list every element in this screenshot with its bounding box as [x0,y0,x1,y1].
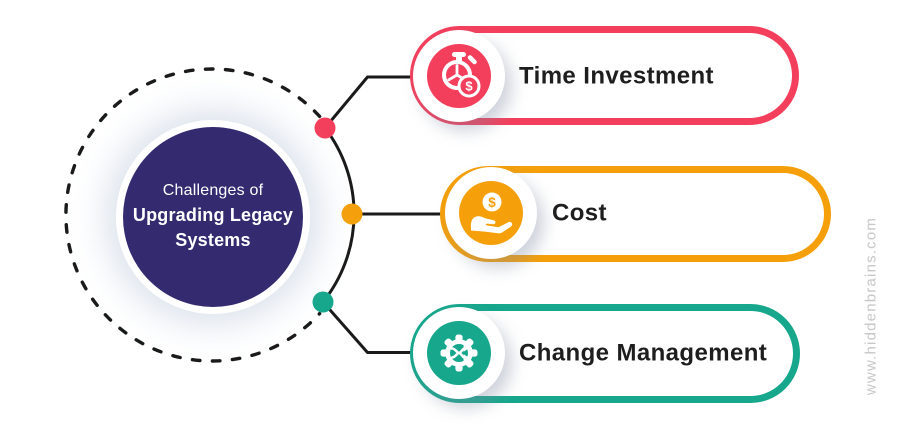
item-label-change-management: Change Management [519,339,768,367]
central-title-line2: Upgrading Legacy [132,205,294,226]
spine-arc [321,127,356,303]
svg-text:$: $ [465,79,473,94]
icon-disc-change-management [413,307,505,399]
stopwatch-dollar-glyph: $ [442,52,481,98]
central-topic-circle: Challenges of Upgrading Legacy Systems [123,127,303,307]
svg-text:$: $ [488,195,496,210]
icon-disc-cost: $ [445,167,537,259]
icon-disc-time-investment: $ [413,30,505,122]
node-dot-change-management [312,291,334,313]
node-dot-time-investment [314,117,336,139]
node-dot-cost [341,203,363,225]
gear-shuffle-glyph [440,334,478,372]
connector-line-change-management [321,301,414,354]
central-title-line1: Challenges of [162,182,264,200]
connector-line-time-investment [323,75,414,129]
item-label-cost: Cost [552,199,607,227]
central-title-line3: Systems [175,229,251,250]
stopwatch-dollar-icon: $ [427,44,491,108]
hand-coin-glyph: $ [470,192,513,234]
watermark-url: www.hiddenbrains.com [862,216,880,396]
item-label-time-investment: Time Investment [519,62,714,90]
gear-shuffle-icon [427,321,491,385]
hand-coin-icon: $ [459,181,523,245]
